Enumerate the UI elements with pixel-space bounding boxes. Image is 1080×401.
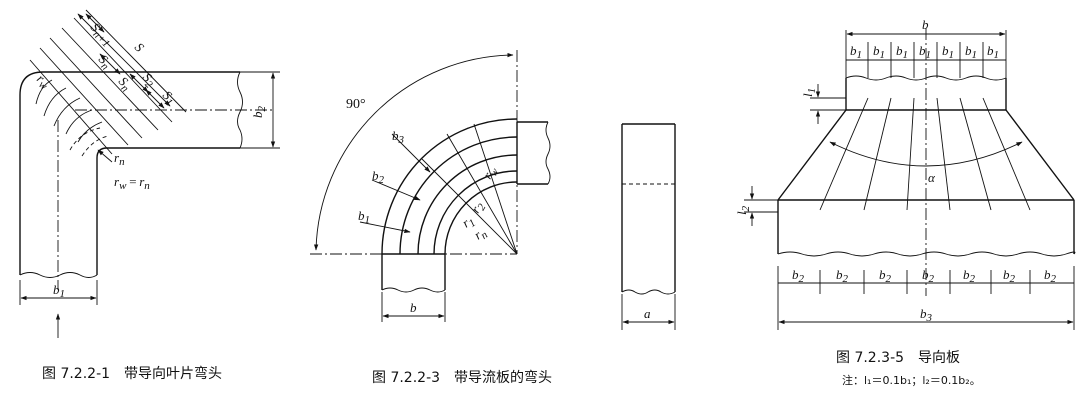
fig2-outlet-break: [545, 121, 551, 185]
fig3-label-l1: l1: [800, 88, 818, 97]
figure-2-baffle-elbow: 90° b3 b2 b1 rw r2 r1 rn b a 图 7.2.2-3 带…: [310, 50, 676, 386]
fig1-label-rw-top: rw: [32, 71, 54, 93]
fig2-leader-b1: [359, 221, 411, 234]
fig3-label-b2-6: b2: [1003, 267, 1016, 285]
fig2-label-angle: 90°: [346, 97, 366, 112]
fig3-label-b1-3: b1: [896, 43, 908, 61]
fig3-label-b2-4: b2: [922, 267, 935, 285]
fig1-dim-line-5: [73, 17, 173, 123]
fig1-vane-4: [65, 109, 93, 135]
fig1-break-bottom: [19, 272, 98, 278]
fig1-vane-3: [53, 97, 81, 127]
fig3-b2-ticks: [777, 266, 1075, 330]
fig3-b1-ticks: [867, 42, 984, 78]
fig2-label-rn: rn: [471, 224, 490, 245]
fig2-leader-b2: [371, 179, 421, 201]
fig1-label-s-mid: Sn: [114, 74, 136, 96]
fig1-dim-s1: [145, 89, 165, 109]
fig3-label-b2-5: b2: [963, 267, 976, 285]
fig1-vane-1: [35, 79, 53, 105]
fig1-label-s2: S2: [138, 70, 160, 92]
fig3-label-alpha: α: [928, 170, 936, 185]
fig3-alpha-arc: [829, 141, 1023, 167]
figure-1-vane-elbow: Sn+1 S Sn S2 S1 Sn rw rn rw=rn b2 b1 图 7…: [19, 9, 280, 382]
fig1-label-rn: rn: [114, 150, 125, 168]
fig1-label-b1: b1: [53, 282, 65, 300]
fig1-vane-6: [69, 127, 101, 151]
fig3-caption: 图 7.2.3-5 导向板: [836, 350, 960, 366]
fig1-vane-5: [77, 121, 103, 143]
fig1-rw-arrow: [97, 149, 113, 163]
fig2-label-b1: b1: [358, 208, 370, 226]
fig3-label-b1-2: b1: [873, 43, 885, 61]
fig2-label-b3: b3: [392, 128, 405, 146]
fig2-label-b: b: [410, 300, 417, 315]
fig2-caption: 图 7.2.2-3 带导流板的弯头: [372, 369, 552, 386]
fig3-bottom-break: [777, 251, 1076, 257]
fig1-dim-line-2: [39, 47, 129, 146]
fig1-label-sn: Sn: [94, 52, 116, 74]
fig3-label-b1-4: b1: [919, 43, 931, 61]
fig1-dim-line-1: [29, 59, 113, 155]
fig1-label-s: S: [132, 40, 148, 56]
fig1-label-b2: b2: [250, 106, 268, 119]
fig1-dim-s2: [129, 73, 149, 93]
fig3-label-b2-2: b2: [836, 267, 849, 285]
fig3-note: 注：l₁＝0.1b₁；l₂＝0.1b₂。: [842, 373, 981, 387]
fig2-inlet-break: [381, 287, 446, 293]
fig1-dim-sn1: [85, 13, 105, 33]
fig2-label-a: a: [644, 306, 651, 321]
figure-3-guide-plate: b b1 b1 b1 b1 b1 b1 b1 l1 l2 α b2 b2 b2 …: [734, 17, 1076, 387]
fig1-label-rw-eq: rw=rn: [114, 174, 150, 192]
fig1-dim-sn: [99, 53, 121, 75]
fig1-vane-7: [81, 135, 109, 157]
fig3-label-b1-1: b1: [850, 43, 862, 61]
fig2-section-break: [621, 289, 676, 295]
fig2-label-b2: b2: [372, 168, 385, 186]
fig3-guide-vanes: [819, 97, 1031, 211]
fig3-label-b1-5: b1: [942, 43, 954, 61]
fig1-break-right: [237, 71, 243, 149]
fig3-label-b2-3: b2: [879, 267, 892, 285]
fig1-vane-2: [43, 87, 67, 117]
fig3-label-b1-7: b1: [987, 43, 999, 61]
fig3-label-b1-6: b1: [965, 43, 977, 61]
fig3-label-b2-7: b2: [1044, 267, 1057, 285]
fig2-label-rw: rw: [480, 163, 502, 183]
fig3-label-b3: b3: [920, 306, 933, 324]
fig3-label-b2-1: b2: [792, 267, 805, 285]
fig3-label-b: b: [922, 17, 929, 32]
fig3-trap-left: [777, 109, 847, 201]
fig1-caption: 图 7.2.2-1 带导向叶片弯头: [42, 365, 222, 382]
fig2-label-r2: r2: [468, 198, 489, 217]
fig3-trap-right: [1005, 109, 1075, 201]
fig3-label-l2: l2: [734, 205, 752, 215]
fig2-angle-arc: [313, 52, 514, 251]
fig2-leader-b3: [391, 133, 431, 173]
fig1-outer-wall: [19, 71, 240, 275]
